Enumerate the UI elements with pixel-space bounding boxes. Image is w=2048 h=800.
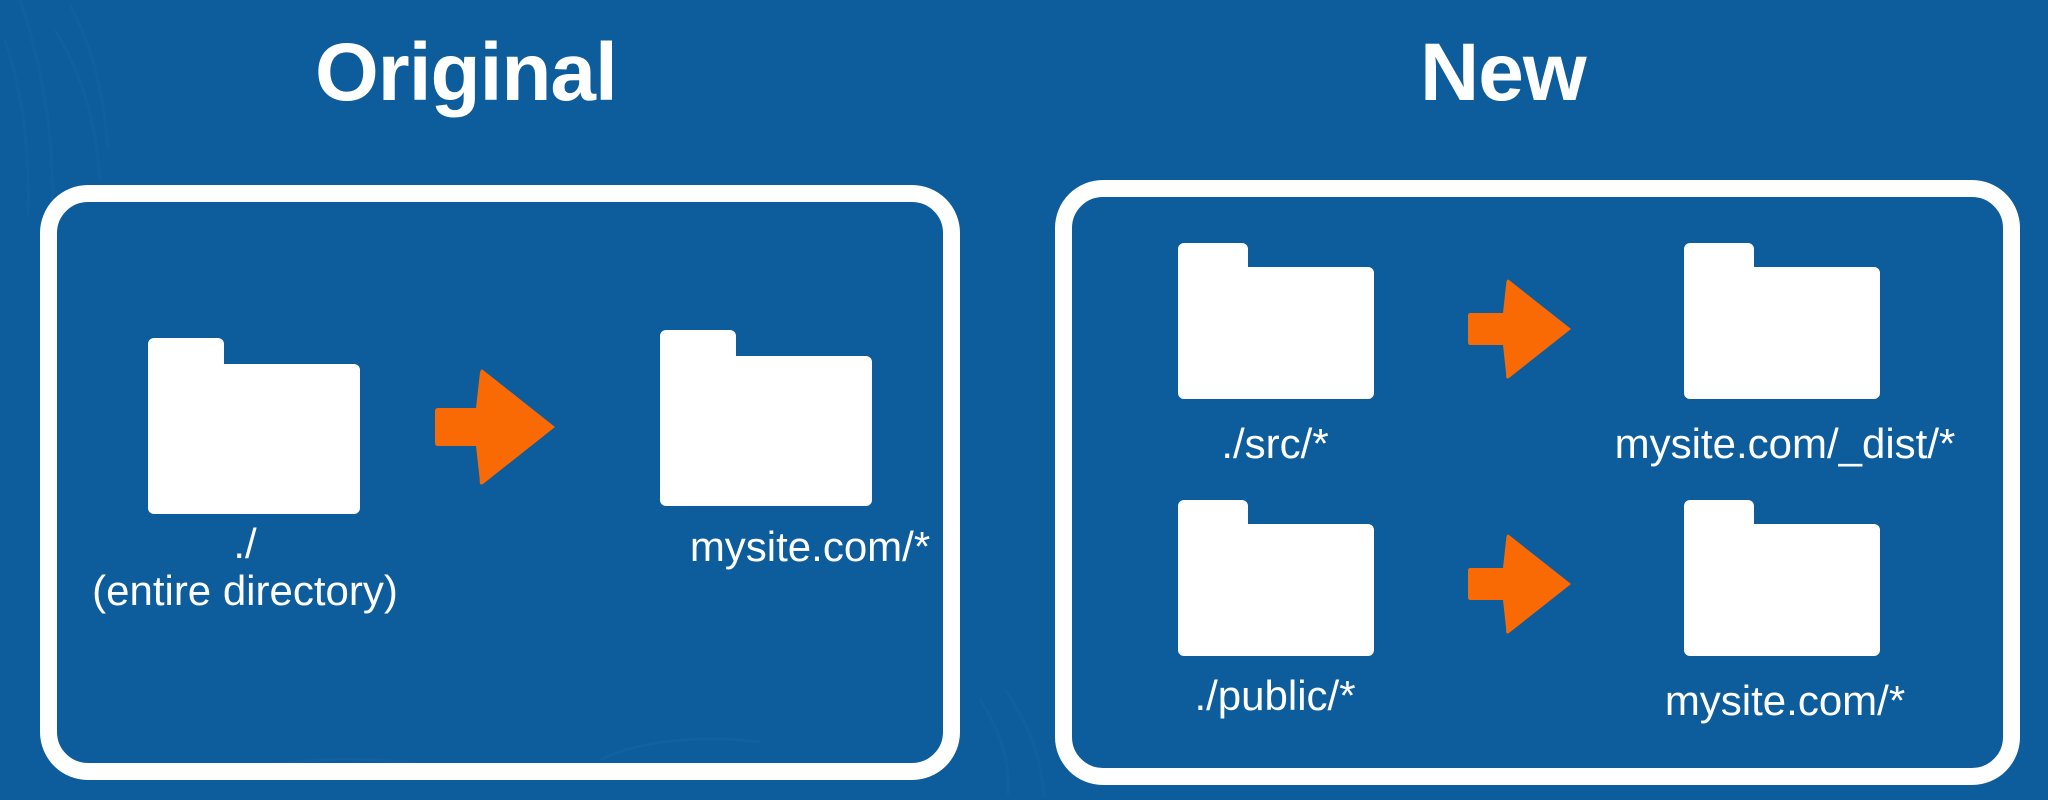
panel-title-original: Original: [315, 27, 618, 118]
destination-label: mysite.com/_dist/*: [1614, 420, 1956, 467]
folder-icon: [1178, 243, 1374, 399]
source-label: ./public/*: [1194, 672, 1356, 719]
source-label: ./ (entire directory): [92, 520, 398, 615]
arrow-right-icon: [1468, 278, 1573, 380]
arrow-right-icon: [435, 368, 557, 486]
arrow-right-icon: [1468, 533, 1573, 635]
folder-icon: [660, 330, 872, 506]
destination-label: mysite.com/*: [1664, 677, 1906, 724]
source-label: ./src/*: [1221, 420, 1329, 467]
folder-icon: [1178, 500, 1374, 656]
panel-box-original: [40, 185, 960, 780]
panel-title-new: New: [1420, 27, 1587, 118]
folder-icon: [1684, 243, 1880, 399]
destination-label: mysite.com/*: [689, 523, 931, 570]
folder-icon: [148, 338, 360, 514]
folder-icon: [1684, 500, 1880, 656]
panel-box-new: [1055, 180, 2020, 785]
